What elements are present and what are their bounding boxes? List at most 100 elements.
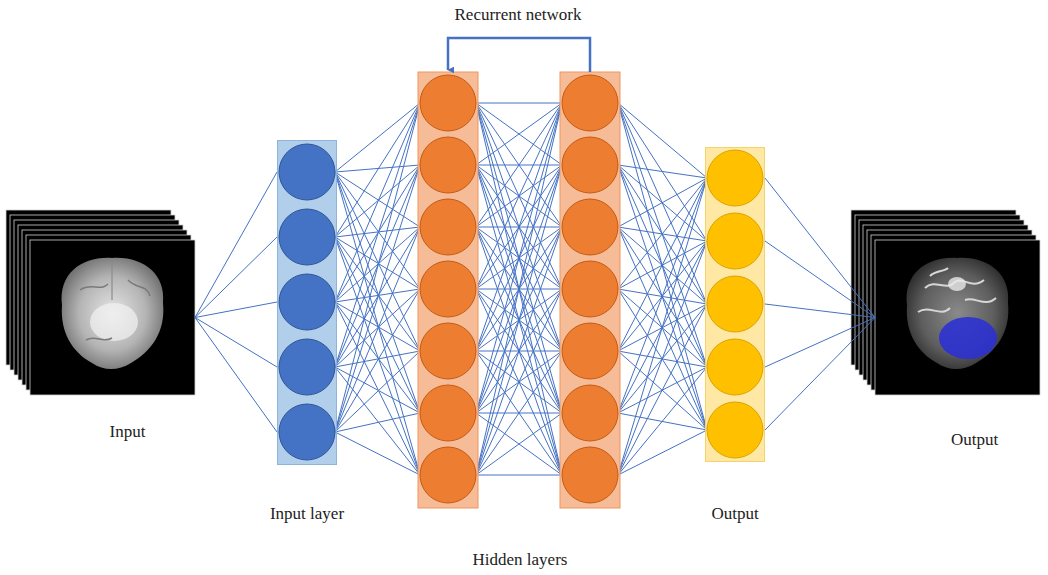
weight-line — [618, 430, 707, 475]
layer-band — [560, 72, 620, 508]
weight-line — [476, 103, 562, 227]
neuron — [562, 323, 618, 379]
brain-slice — [62, 258, 164, 369]
layer-caption: Output — [951, 430, 998, 450]
neuron — [420, 447, 476, 503]
weight-line — [476, 103, 562, 351]
image-slice — [30, 240, 195, 395]
weight-line — [476, 103, 562, 289]
image-stack — [6, 210, 195, 395]
weight-line — [335, 165, 420, 172]
recurrent-arrow — [448, 38, 590, 72]
weight-line — [335, 237, 420, 351]
weight-line — [476, 289, 562, 475]
image-stack — [851, 210, 1040, 395]
weight-line — [476, 103, 562, 413]
neuron — [279, 404, 335, 460]
neuron — [562, 447, 618, 503]
weight-line — [335, 413, 420, 432]
layer-band — [418, 72, 478, 508]
weight-line — [618, 103, 707, 178]
weight-line — [476, 413, 562, 475]
weight-line — [335, 103, 420, 237]
weight-line — [476, 227, 562, 475]
weight-line — [335, 227, 420, 302]
hidden-layer — [560, 72, 620, 508]
layer-caption: Output — [711, 504, 758, 524]
weight-line — [335, 237, 420, 413]
input-layer: Input layer — [277, 140, 337, 465]
neuron — [279, 209, 335, 265]
neuron — [279, 274, 335, 330]
weight-line — [476, 351, 562, 475]
neuron — [707, 150, 763, 206]
weight-line — [335, 289, 420, 367]
weight-line — [618, 103, 707, 430]
brain-midline — [111, 262, 112, 300]
weight-line — [335, 302, 420, 413]
output-image: Output — [875, 240, 1040, 395]
weight-line — [476, 103, 562, 289]
neuron — [420, 137, 476, 193]
weight-line — [476, 165, 562, 475]
brain-ventricle — [948, 277, 966, 291]
neuron — [420, 385, 476, 441]
neuron — [707, 402, 763, 458]
neuron-column — [705, 147, 765, 462]
weight-line — [618, 178, 707, 289]
neuron — [707, 276, 763, 332]
layer-caption: Input — [110, 422, 146, 442]
weight-line — [618, 289, 707, 430]
weight-line — [476, 351, 562, 475]
weight-line — [618, 178, 707, 413]
group-label: Hidden layers — [473, 550, 568, 570]
neuron — [279, 144, 335, 200]
weight-line — [335, 351, 420, 367]
weight-line — [618, 178, 707, 227]
neuron — [562, 385, 618, 441]
weight-line — [618, 227, 707, 367]
input-image: Input — [30, 240, 195, 395]
weight-line — [618, 241, 707, 475]
weight-line — [335, 103, 420, 432]
fan-connector — [195, 172, 277, 432]
neuron — [420, 323, 476, 379]
weight-line — [335, 367, 420, 413]
neuron — [562, 137, 618, 193]
weight-line — [335, 165, 420, 432]
hidden-layers — [418, 72, 620, 508]
annotation: Recurrent network — [455, 5, 582, 25]
weight-line — [618, 227, 707, 430]
neuron — [707, 339, 763, 395]
weight-line — [476, 103, 562, 165]
neuron — [707, 213, 763, 269]
weight-line — [618, 165, 707, 304]
weight-line — [335, 103, 420, 172]
weight-line — [476, 103, 562, 351]
weight-line — [476, 103, 562, 227]
neuron — [420, 199, 476, 255]
neuron — [420, 261, 476, 317]
weight-line — [476, 103, 562, 413]
neuron — [562, 261, 618, 317]
weight-line — [618, 367, 707, 475]
weight-line — [476, 103, 562, 104]
fan-connector — [765, 178, 875, 430]
neuron-column — [277, 140, 337, 465]
weight-line — [476, 413, 562, 475]
weight-line — [476, 103, 562, 475]
brain-slice — [907, 258, 1009, 369]
weight-line — [618, 178, 707, 475]
weight-line — [476, 227, 562, 475]
brain-shape — [907, 258, 1009, 369]
brain-lesion — [90, 303, 138, 341]
brain-folds — [80, 280, 150, 340]
neuron — [420, 75, 476, 131]
weight-line — [335, 289, 420, 432]
weight-line — [476, 165, 562, 475]
weight-line — [335, 227, 420, 432]
weight-line — [476, 103, 562, 475]
